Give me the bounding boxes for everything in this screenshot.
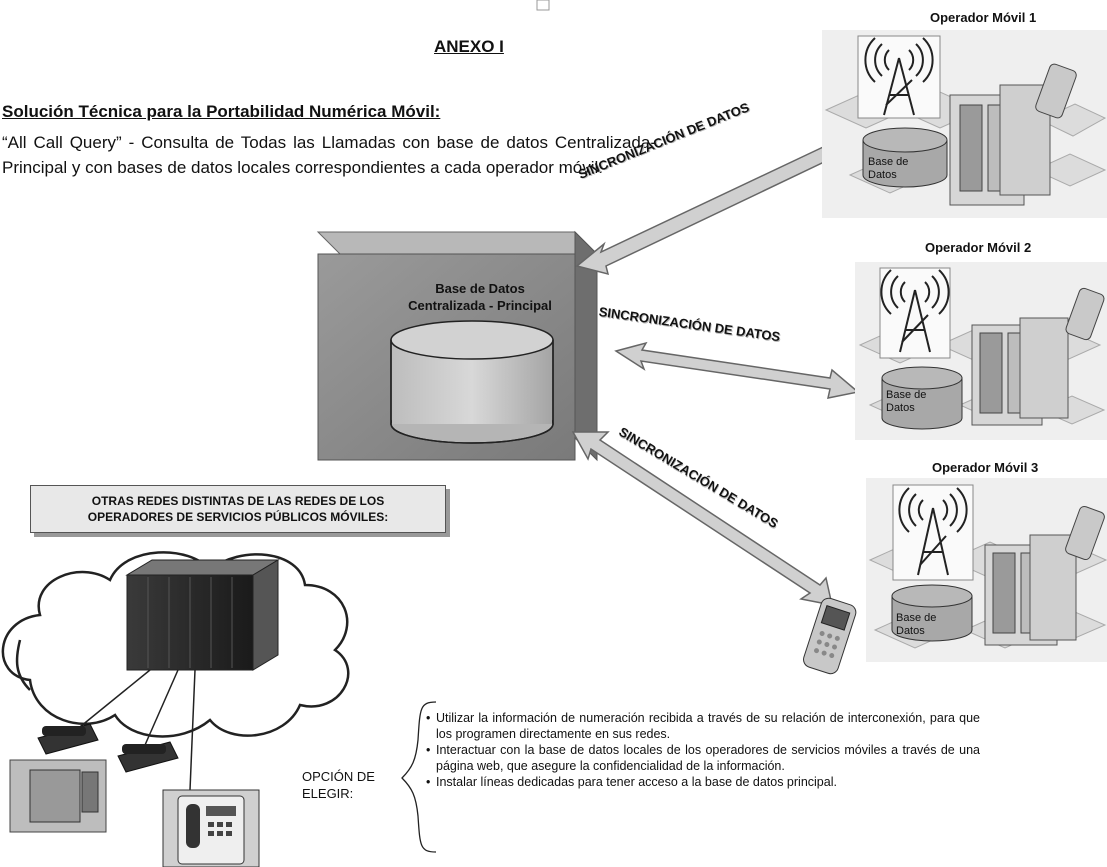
operator-1-label: Operador Móvil 1	[930, 10, 1037, 25]
options-brace	[401, 701, 437, 853]
option-item: Utilizar la información de numeración re…	[424, 710, 980, 742]
option-item: Instalar líneas dedicadas para tener acc…	[424, 774, 980, 790]
mobile-phone-icon	[803, 597, 857, 675]
desk-phone-icon-2	[117, 741, 179, 773]
sync-arrow-2	[614, 341, 860, 399]
operator-3-graphic	[866, 478, 1107, 662]
operator-2-label: Operador Móvil 2	[925, 240, 1032, 255]
public-phone-icon	[9, 759, 107, 833]
annex-title: ANEXO I	[434, 37, 504, 56]
sync-arrow-3	[571, 431, 833, 606]
option-item: Interactuar con la base de datos locales…	[424, 742, 980, 774]
payphone-icon	[162, 789, 260, 867]
network-cables	[69, 669, 196, 791]
options-list: Utilizar la información de numeración re…	[424, 710, 980, 790]
server-rack-icon	[125, 559, 280, 671]
solution-title: Solución Técnica para la Portabilidad Nu…	[2, 102, 441, 121]
central-database-block	[316, 230, 599, 462]
operator-2-graphic	[855, 262, 1107, 440]
desk-phone-icon	[37, 723, 99, 755]
central-db-label: Base de Datos Centralizada - Principal	[408, 281, 552, 313]
operator-3-label: Operador Móvil 3	[932, 460, 1039, 475]
other-networks-box: OTRAS REDES DISTINTAS DE LAS REDES DE LO…	[30, 485, 446, 533]
intro-text: “All Call Query” - Consulta de Todas las…	[2, 133, 656, 177]
operator-1-graphic	[822, 30, 1107, 218]
option-label: OPCIÓN DE ELEGIR:	[302, 769, 375, 801]
